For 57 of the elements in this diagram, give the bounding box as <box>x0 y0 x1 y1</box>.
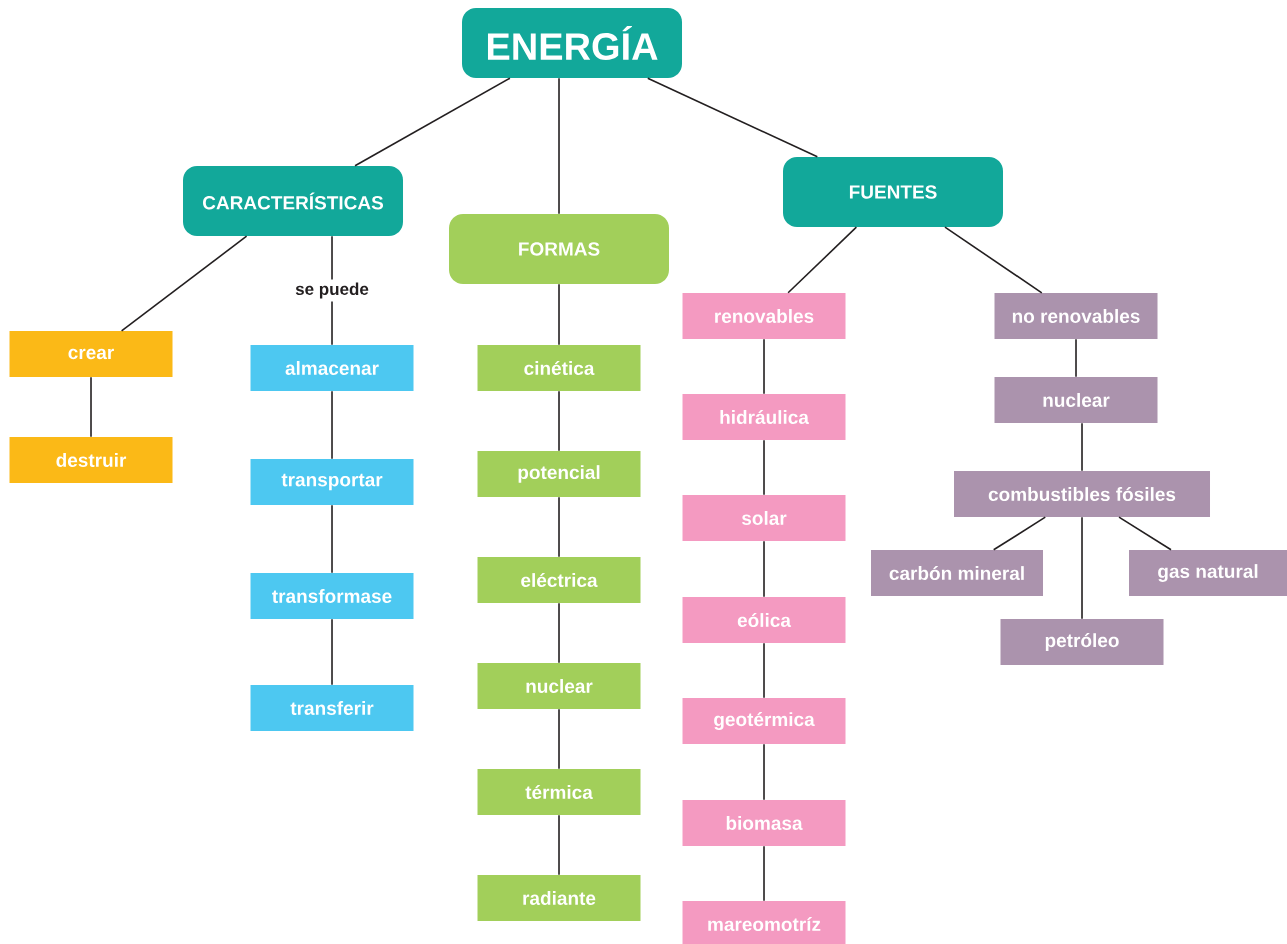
connector-line <box>354 77 511 167</box>
connector-line <box>120 235 248 332</box>
connector-line <box>558 77 560 215</box>
connector-line <box>763 540 765 598</box>
connector-line <box>1081 422 1083 472</box>
concept-box: mareomotríz <box>682 901 846 944</box>
connector-line <box>944 226 1043 294</box>
concept-box: geotérmica <box>682 698 846 744</box>
connector-line <box>763 439 765 496</box>
connector-line <box>1075 338 1077 378</box>
connector-line <box>1081 516 1083 620</box>
concept-box: potencial <box>477 451 641 497</box>
concept-box: térmica <box>477 769 641 815</box>
concept-box: no renovables <box>994 293 1158 339</box>
topic-box: FUENTES <box>783 157 1003 227</box>
concept-box: renovables <box>682 293 846 339</box>
topic-box: FORMAS <box>449 214 669 284</box>
concept-box: transferir <box>250 685 414 731</box>
connector-line <box>558 708 560 770</box>
concept-box: crear <box>9 331 173 377</box>
topic-box: ENERGÍA <box>462 8 682 78</box>
concept-box: transformase <box>250 573 414 619</box>
concept-box: biomasa <box>682 800 846 846</box>
concept-box: eólica <box>682 597 846 643</box>
concept-box: combustibles fósiles <box>954 471 1210 517</box>
topic-box: CARACTERÍSTICAS <box>183 166 403 236</box>
concept-box: cinética <box>477 345 641 391</box>
concept-box: solar <box>682 495 846 541</box>
concept-box: eléctrica <box>477 557 641 603</box>
connector-line <box>90 376 92 438</box>
concept-box: almacenar <box>250 345 414 391</box>
connector-line <box>1118 516 1172 551</box>
concept-box: carbón mineral <box>871 550 1043 596</box>
connector-line <box>331 504 333 574</box>
connector-line <box>558 496 560 558</box>
concept-box: transportar <box>250 459 414 505</box>
connector-line <box>763 845 765 902</box>
connector-line <box>558 390 560 452</box>
concept-box: destruir <box>9 437 173 483</box>
connector-line <box>331 618 333 686</box>
connector-line <box>331 390 333 460</box>
connector-line <box>787 226 858 294</box>
connector-line <box>558 814 560 876</box>
connector-line <box>763 642 765 699</box>
connector-line <box>763 743 765 801</box>
connector-line <box>558 602 560 664</box>
concept-box: nuclear <box>477 663 641 709</box>
concept-box: radiante <box>477 875 641 921</box>
connector-line <box>992 516 1047 551</box>
connector-line <box>646 77 819 158</box>
edge-label: se puede <box>292 279 372 302</box>
connector-line <box>763 338 765 395</box>
concept-box: gas natural <box>1129 550 1287 596</box>
concept-box: petróleo <box>1000 619 1164 665</box>
concept-box: nuclear <box>994 377 1158 423</box>
connector-line <box>558 283 560 346</box>
concept-box: hidráulica <box>682 394 846 440</box>
